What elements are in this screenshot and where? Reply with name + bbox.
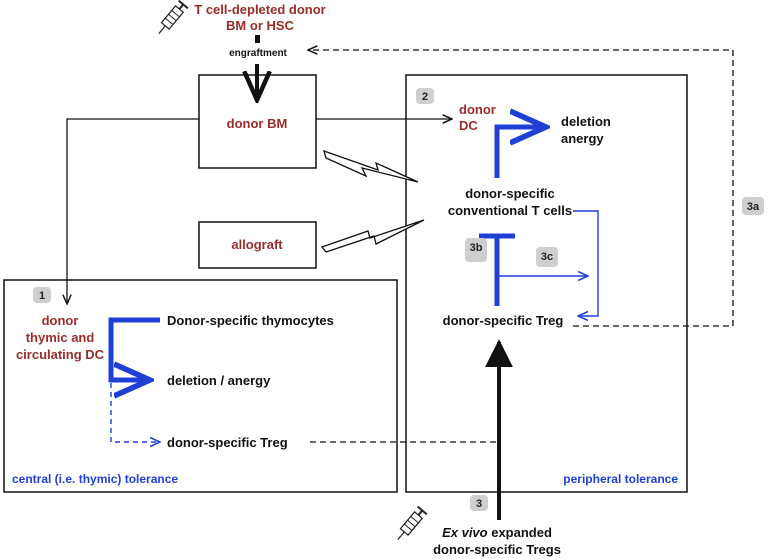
svg-text:2: 2 [422, 91, 428, 103]
badge-3a: 3a [742, 197, 764, 215]
badge-3c: 3c [536, 247, 558, 267]
ex-vivo-line2: donor-specific Tregs [433, 542, 561, 557]
thymocytes-bracket [108, 317, 160, 380]
allograft-label: allograft [231, 237, 283, 252]
badge-1: 1 [33, 287, 51, 303]
peripheral-deletion-label: deletion [561, 114, 611, 129]
lightning-bolt-icon [323, 149, 419, 183]
thymocytes-label: Donor-specific thymocytes [167, 313, 334, 328]
svg-text:3: 3 [476, 498, 482, 510]
treg-feedback-dashed-arrow [308, 50, 734, 327]
badge-3: 3 [470, 495, 488, 511]
thymic-dc-line3: circulating DC [16, 347, 105, 362]
peripheral-anergy-label: anergy [561, 131, 604, 146]
svg-text:3b: 3b [470, 242, 483, 254]
peripheral-tolerance-box [405, 74, 688, 493]
ex-vivo-rest: expanded [488, 525, 552, 540]
donor-dc-line2: DC [459, 118, 478, 133]
bm-to-thymus-arrow [67, 118, 199, 304]
source-tick [255, 35, 260, 43]
donor-bm-label: donor BM [227, 116, 288, 131]
thymic-dc-line1: donor [42, 313, 79, 328]
central-tolerance-box [3, 279, 398, 493]
donor-source-line1: T cell-depleted donor [194, 2, 325, 17]
lightning-bolt-icon [320, 219, 425, 253]
deletion-anergy-label: deletion / anergy [167, 373, 271, 388]
peripheral-treg-label: donor-specific Treg [443, 313, 564, 328]
allograft-box [198, 221, 317, 269]
donor-source-line2: BM or HSC [226, 18, 295, 33]
badge-2: 2 [416, 88, 434, 104]
syringe-icon [158, 0, 189, 34]
ex-vivo-italic: Ex vivo [442, 525, 488, 540]
svg-text:3c: 3c [541, 251, 553, 263]
badge-3b: 3b [465, 238, 487, 262]
peripheral-tolerance-label: peripheral tolerance [563, 472, 678, 486]
ex-vivo-line1: Ex vivo expanded [442, 525, 552, 540]
central-treg-label: donor-specific Treg [167, 435, 288, 450]
svg-text:1: 1 [39, 290, 45, 302]
syringe-icon [397, 505, 428, 540]
central-tolerance-label: central (i.e. thymic) tolerance [12, 472, 178, 486]
svg-text:3a: 3a [747, 201, 760, 213]
deletion-anergy-arrow [494, 127, 546, 178]
thymic-treg-dashed-arrow [110, 383, 160, 442]
conventional-line1: donor-specific [465, 186, 555, 201]
conv-to-treg-arrow [573, 210, 599, 316]
thymic-dc-line2: thymic and [26, 330, 95, 345]
donor-dc-line1: donor [459, 102, 496, 117]
engraftment-label: engraftment [229, 48, 287, 59]
conventional-line2: conventional T cells [448, 203, 572, 218]
